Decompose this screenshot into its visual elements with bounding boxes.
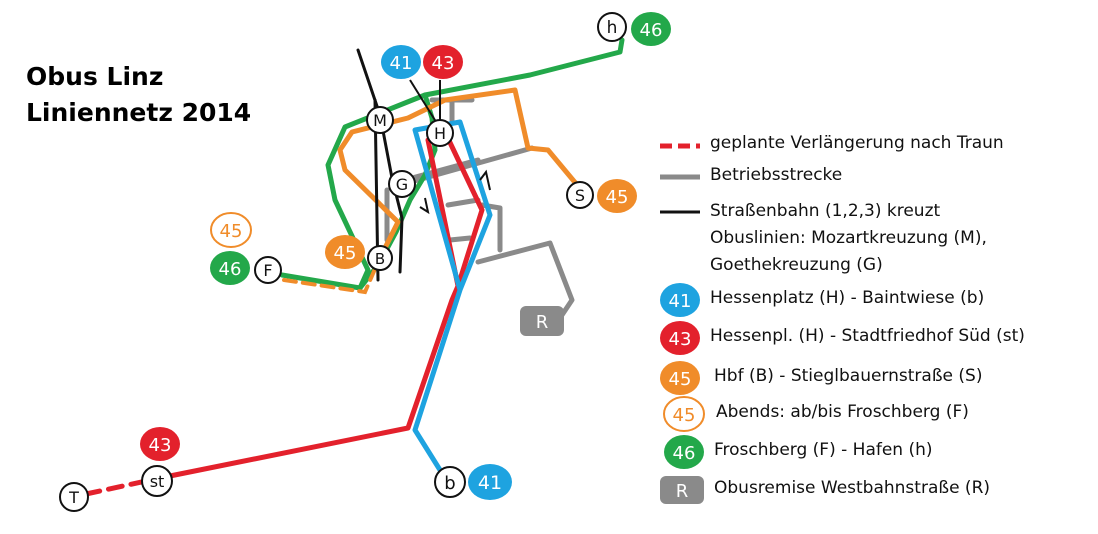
- svg-text:43: 43: [432, 53, 455, 74]
- legend-45-badge: 45: [660, 361, 700, 395]
- line-43-route: [157, 129, 485, 481]
- svg-text:46: 46: [219, 259, 242, 280]
- legend-tram-label-2: Obuslinien: Mozartkreuzung (M),: [710, 228, 987, 248]
- stop-b-label: b: [444, 473, 455, 494]
- stop-B[interactable]: B: [367, 245, 393, 271]
- stop-F[interactable]: F: [254, 256, 282, 284]
- stop-F-label: F: [263, 261, 272, 280]
- legend-45-evening-label: Abends: ab/bis Froschberg (F): [716, 402, 969, 422]
- svg-text:41: 41: [390, 53, 413, 74]
- legend-41-label: Hessenplatz (H) - Baintwiese (b): [710, 288, 985, 308]
- line-45-evening-extension: [282, 260, 380, 295]
- legend-tram-label-1: Straßenbahn (1,2,3) kreuzt: [710, 201, 941, 221]
- stop-st[interactable]: st: [141, 465, 173, 497]
- legend-45-label: Hbf (B) - Stieglbauernstraße (S): [714, 366, 983, 386]
- badge-45-stiegl: 45: [597, 179, 637, 213]
- stop-H[interactable]: H: [426, 119, 454, 147]
- stop-G[interactable]: G: [388, 170, 416, 198]
- legend-46-label: Froschberg (F) - Hafen (h): [714, 440, 933, 460]
- svg-text:45: 45: [220, 221, 243, 242]
- svg-text:41: 41: [478, 472, 502, 494]
- map-title-line-2: Liniennetz 2014: [26, 98, 252, 127]
- badge-41-top: 41: [381, 45, 421, 79]
- stop-S[interactable]: S: [566, 181, 594, 209]
- svg-text:45: 45: [669, 369, 692, 390]
- svg-text:43: 43: [669, 329, 692, 350]
- legend-46-badge: 46: [664, 435, 704, 469]
- legend-41-badge: 41: [660, 283, 700, 317]
- legend-43-badge: 43: [660, 321, 700, 355]
- svg-text:45: 45: [673, 405, 696, 426]
- badge-45-hbf: 45: [325, 235, 365, 269]
- stop-T[interactable]: T: [59, 482, 89, 512]
- stop-H-label: H: [434, 124, 446, 143]
- stop-G-label: G: [396, 175, 408, 194]
- svg-text:43: 43: [149, 435, 172, 456]
- map-title-line-1: Obus Linz: [26, 62, 164, 91]
- svg-text:45: 45: [606, 187, 629, 208]
- legend-45-evening-badge: 45: [663, 396, 705, 432]
- svg-text:45: 45: [334, 243, 357, 264]
- svg-text:41: 41: [669, 291, 692, 312]
- badge-depot-map: R: [520, 306, 564, 336]
- legend-service-label: Betriebsstrecke: [710, 165, 843, 185]
- line-45-route: [337, 87, 581, 261]
- stop-st-label: st: [150, 472, 165, 491]
- badge-connectors: [409, 79, 441, 126]
- legend-depot-label: Obusremise Westbahnstraße (R): [714, 478, 991, 498]
- badge-43-top: 43: [423, 45, 463, 79]
- stop-M-label: M: [373, 111, 387, 130]
- planned-extension: [83, 475, 163, 497]
- stop-B-label: B: [375, 250, 385, 268]
- legend-depot-badge: R: [660, 476, 704, 504]
- direction-arrows: [419, 169, 491, 215]
- stop-h-label: h: [607, 18, 618, 38]
- legend-43-label: Hessenpl. (H) - Stadtfriedhof Süd (st): [710, 326, 1025, 346]
- line-41-route: [412, 119, 493, 481]
- svg-text:R: R: [676, 481, 689, 502]
- badge-41-b: 41: [468, 464, 512, 500]
- badge-46-froschberg: 46: [210, 251, 250, 285]
- badge-46-hafen: 46: [631, 12, 671, 46]
- svg-text:46: 46: [673, 443, 696, 464]
- stop-T-label: T: [68, 488, 79, 507]
- legend-planned-label: geplante Verlängerung nach Traun: [710, 133, 1004, 153]
- legend-tram-label-3: Goethekreuzung (G): [710, 255, 883, 275]
- svg-text:R: R: [536, 312, 549, 333]
- svg-text:46: 46: [640, 20, 663, 41]
- stop-M[interactable]: M: [366, 106, 394, 134]
- stop-S-label: S: [575, 186, 585, 205]
- badge-43-st: 43: [140, 427, 180, 461]
- stop-h[interactable]: h: [597, 12, 627, 42]
- badge-45-evening-map: 45: [210, 212, 252, 248]
- stop-b[interactable]: b: [434, 466, 466, 498]
